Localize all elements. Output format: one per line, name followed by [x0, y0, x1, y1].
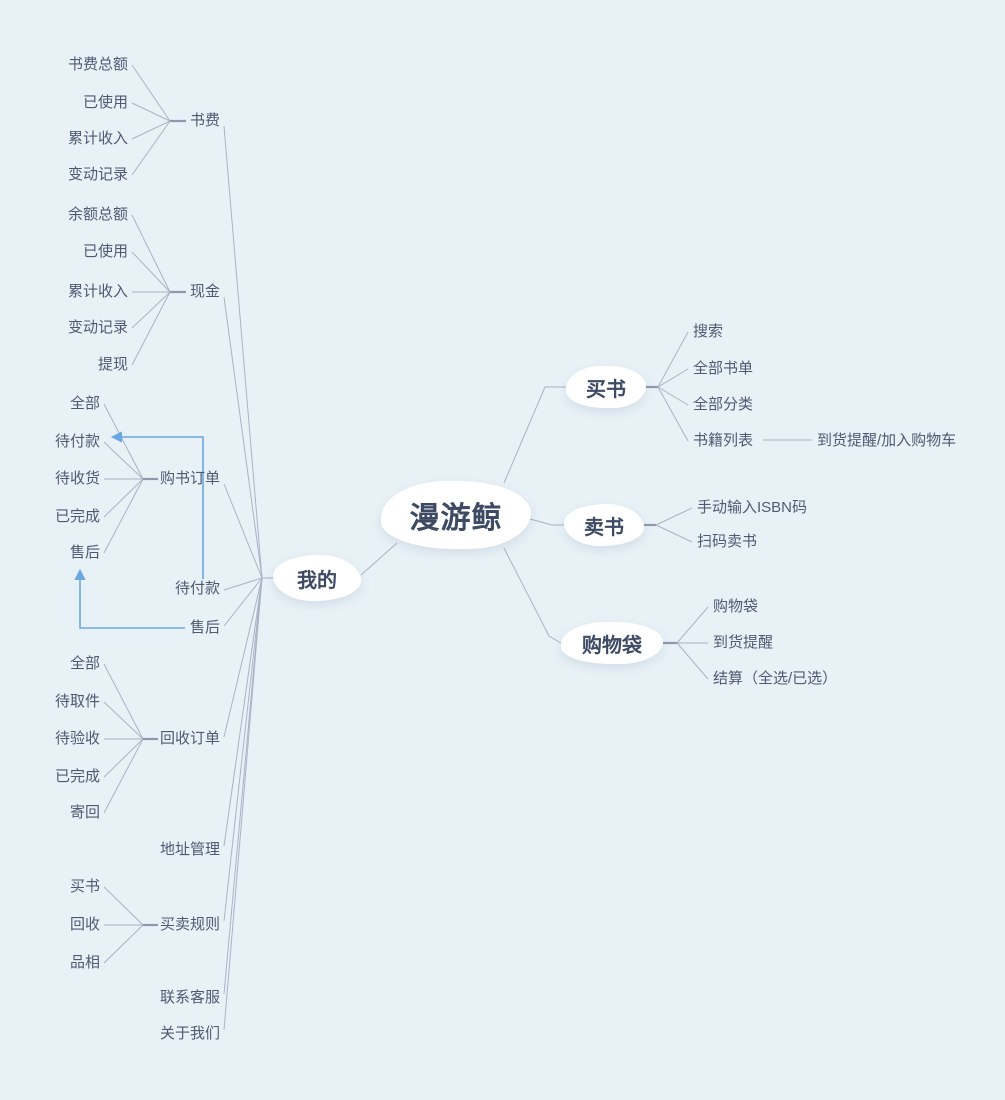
- node-cash[interactable]: 现金: [189, 283, 220, 300]
- leaf-rules-recycle[interactable]: 回收: [69, 916, 100, 933]
- leaf-book-fee-total[interactable]: 书费总额: [67, 56, 128, 73]
- leaf-cash-records[interactable]: 变动记录: [67, 319, 128, 336]
- leaf-cash-used[interactable]: 已使用: [82, 243, 128, 260]
- node-book-fee[interactable]: 书费: [189, 112, 220, 129]
- sell-branch-lines: [655, 507, 693, 543]
- leaf-arrival-reminder[interactable]: 到货提醒: [713, 634, 774, 651]
- relation-arrows: [74, 431, 204, 629]
- node-buy-books[interactable]: 买书: [566, 366, 646, 408]
- leaf-po-aftersales[interactable]: 售后: [69, 544, 100, 561]
- leaf-ro-pending-pickup[interactable]: 待取件: [54, 693, 100, 710]
- leaf-po-all[interactable]: 全部: [69, 395, 100, 412]
- leaf-rules-buy[interactable]: 买书: [69, 878, 100, 895]
- node-trading-rules[interactable]: 买卖规则: [159, 916, 220, 933]
- purchase-orders-branch-lines: [103, 403, 144, 554]
- trunk-connectors: [360, 386, 566, 644]
- leaf-rules-condition[interactable]: 品相: [69, 954, 100, 971]
- node-address-management[interactable]: 地址管理: [159, 841, 220, 858]
- node-root[interactable]: 漫游鲸: [381, 481, 531, 549]
- node-my[interactable]: 我的: [273, 555, 361, 601]
- node-sell-books[interactable]: 卖书: [564, 504, 644, 546]
- node-pending-payment[interactable]: 待付款: [174, 580, 220, 597]
- leaf-scan-to-sell[interactable]: 扫码卖书: [697, 533, 758, 550]
- leaf-cash-withdraw[interactable]: 提现: [97, 356, 128, 373]
- node-about-us[interactable]: 关于我们: [159, 1025, 220, 1042]
- leaf-manual-isbn[interactable]: 手动输入ISBN码: [697, 499, 808, 516]
- leaf-checkout[interactable]: 结算（全选/已选）: [713, 670, 838, 687]
- buy-branch-lines: [657, 331, 812, 442]
- leaf-po-pending-payment[interactable]: 待付款: [54, 433, 100, 450]
- leaf-book-fee-income[interactable]: 累计收入: [67, 130, 128, 147]
- leaf-ro-pending-inspection[interactable]: 待验收: [54, 730, 100, 747]
- leaf-shopping-bag[interactable]: 购物袋: [713, 598, 759, 615]
- node-recycle-orders[interactable]: 回收订单: [159, 730, 220, 747]
- leaf-all-booklists[interactable]: 全部书单: [693, 360, 754, 377]
- leaf-cash-balance[interactable]: 余额总额: [67, 206, 128, 223]
- node-aftersales[interactable]: 售后: [189, 619, 220, 636]
- node-shopping-bag[interactable]: 购物袋: [561, 622, 663, 664]
- node-contact-support[interactable]: 联系客服: [159, 989, 220, 1006]
- my-node-connectors: [223, 125, 276, 1031]
- leaf-cash-income[interactable]: 累计收入: [67, 283, 128, 300]
- leaf-all-categories[interactable]: 全部分类: [693, 396, 754, 413]
- leaf-ro-completed[interactable]: 已完成: [54, 768, 100, 785]
- recycle-orders-branch-lines: [103, 663, 144, 814]
- leaf-search[interactable]: 搜索: [693, 323, 724, 340]
- cash-branch-lines: [131, 214, 171, 366]
- leaf-book-list[interactable]: 书籍列表: [693, 432, 754, 449]
- node-purchase-orders[interactable]: 购书订单: [159, 470, 220, 487]
- book-fee-branch-lines: [131, 64, 171, 176]
- leaf-arrival-reminder-add-to-cart[interactable]: 到货提醒/加入购物车: [817, 432, 957, 449]
- relation-arrow-aftersales: [74, 568, 185, 629]
- leaf-po-completed[interactable]: 已完成: [54, 508, 100, 525]
- relation-arrow-pending-payment: [110, 431, 204, 579]
- rules-branch-lines: [103, 886, 144, 964]
- leaf-book-fee-used[interactable]: 已使用: [82, 94, 128, 111]
- leaf-ro-send-back[interactable]: 寄回: [69, 804, 100, 821]
- leaf-ro-all[interactable]: 全部: [69, 655, 100, 672]
- leaf-book-fee-records[interactable]: 变动记录: [67, 166, 128, 183]
- bag-branch-lines: [676, 606, 709, 680]
- leaf-po-pending-receipt[interactable]: 待收货: [54, 470, 100, 487]
- fan-dashes: [143, 119, 677, 927]
